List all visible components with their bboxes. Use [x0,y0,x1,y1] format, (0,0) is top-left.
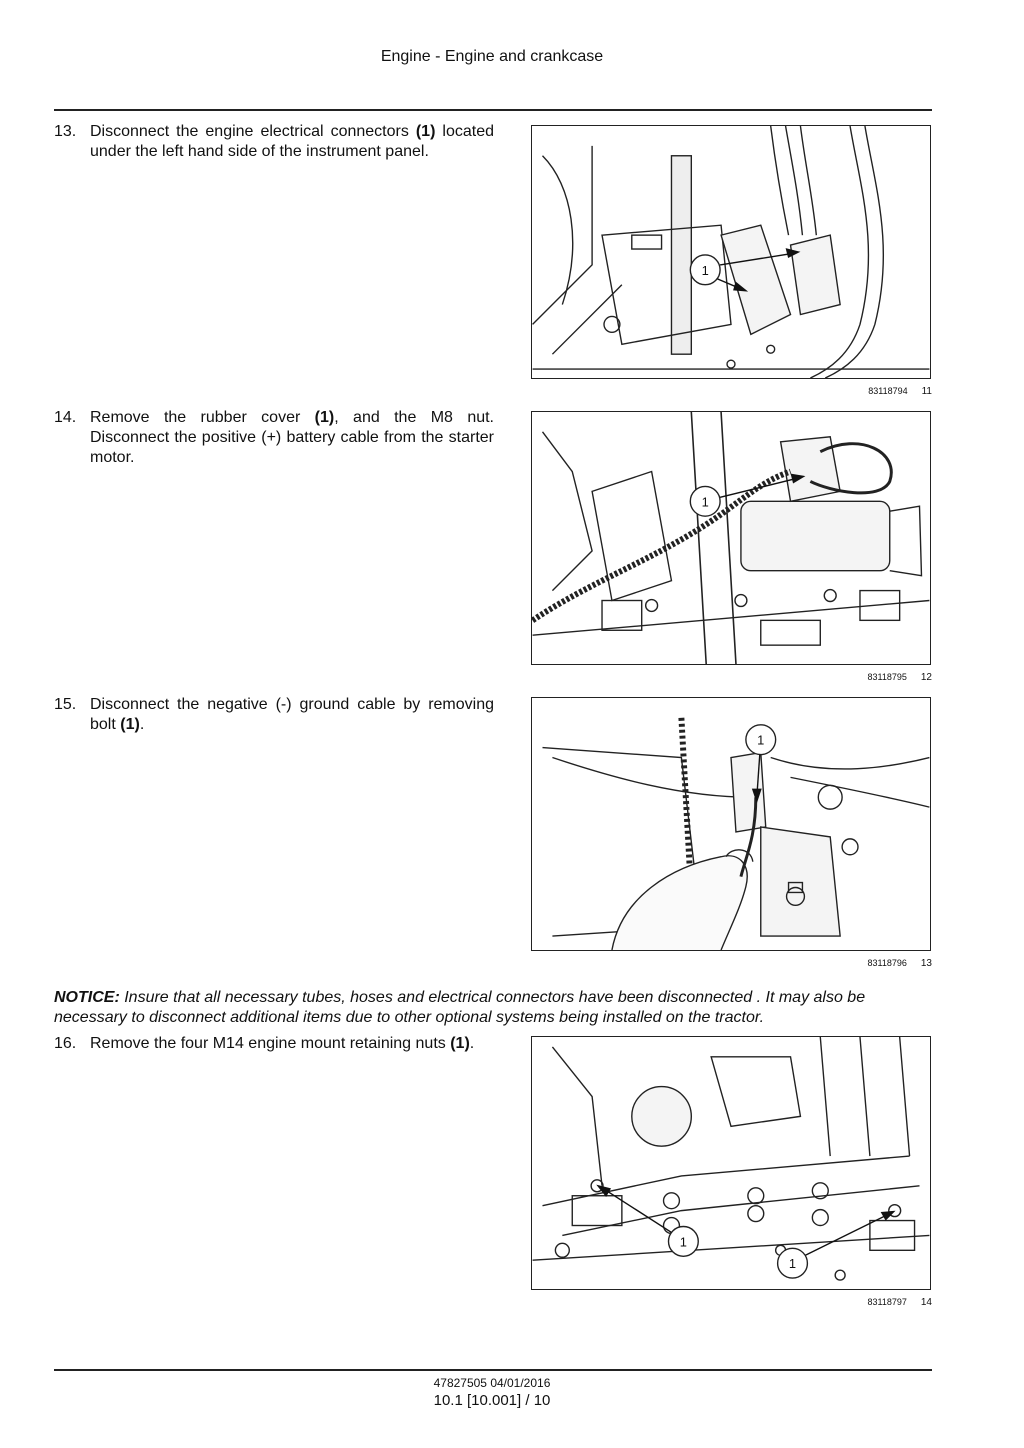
footer-page-ref: 10.1 [10.001] / 10 [433,1392,551,1409]
callout-ref: (1) [314,409,335,426]
step-13: 13. Disconnect the engine electrical con… [54,122,494,162]
notice-text: Insure that all necessary tubes, hoses a… [54,989,866,1026]
callout-label: 1 [789,1256,796,1271]
callout-label: 1 [757,733,764,748]
header-rule [54,109,932,111]
step-text: Disconnect the engine electrical connect… [90,123,494,160]
callout-label: 1 [702,263,709,278]
figure-12-starter: 1 [531,411,931,665]
illustration-starter-motor: 1 [532,412,930,664]
callout-ref: (1) [450,1035,470,1052]
callout-label: 1 [702,494,709,509]
step-text: Disconnect the negative (-) ground cable… [90,696,494,733]
illustration-electrical-connectors: 1 [532,126,930,378]
callout-label: 1 [680,1234,687,1249]
callout-ref: (1) [415,123,436,140]
step-16: 16. Remove the four M14 engine mount ret… [54,1034,494,1054]
step-14: 14. Remove the rubber cover (1), and the… [54,408,494,468]
footer-doc-ref: 47827505 04/01/2016 [433,1376,551,1390]
step-15: 15. Disconnect the negative (-) ground c… [54,695,494,735]
illustration-engine-mounts: 1 1 [532,1037,930,1281]
page-header-title: Engine - Engine and crankcase [380,48,604,65]
footer-rule [54,1369,932,1371]
notice-block: NOTICE: Insure that all necessary tubes,… [54,988,932,1028]
step-number: 15. [54,696,77,713]
figure-11-connectors: 1 [531,125,931,379]
illustration-ground-cable: 1 [542,717,930,950]
step-text: Remove the rubber cover (1), and the M8 … [90,409,494,466]
figure-14-engine-mounts: 1 1 [531,1036,931,1290]
callout-ref: (1) [120,716,140,733]
figure-13-ground-cable: 1 [531,697,931,951]
step-number: 14. [54,409,77,426]
step-number: 13. [54,123,77,140]
step-number: 16. [54,1035,77,1052]
notice-label: NOTICE: [54,989,120,1006]
step-text: Remove the four M14 engine mount retaini… [90,1035,475,1052]
